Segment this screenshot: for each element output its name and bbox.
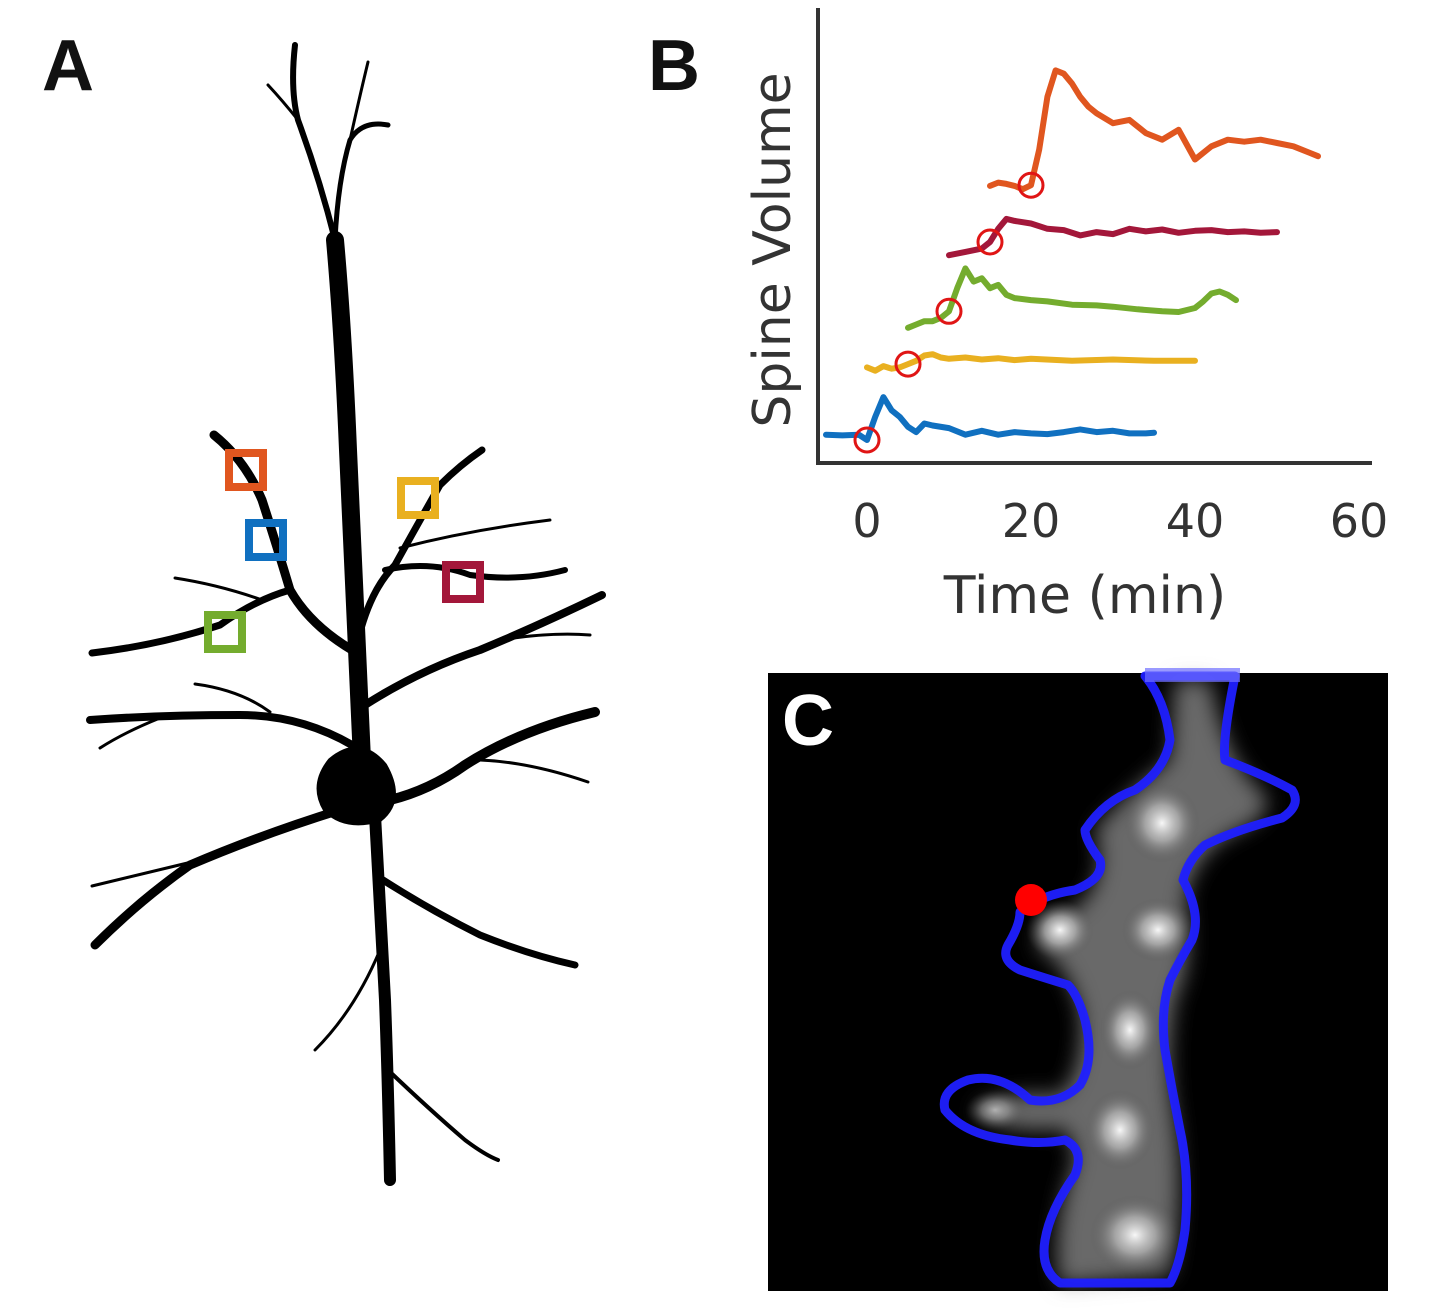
neuron-dendrites: [86, 42, 606, 1186]
x-axis-title: Time (min): [943, 566, 1226, 626]
orange-spine-box: [225, 449, 267, 491]
panel-label-b: B: [648, 26, 700, 106]
series-line-yellow: [864, 351, 1198, 374]
spine-volume-chart: 0 20 40 60 Time (min) Spine Volume: [743, 8, 1388, 626]
x-tick-label: 0: [852, 494, 881, 548]
chart-series-group: [823, 67, 1321, 454]
series-line-green: [905, 265, 1239, 331]
green-spine-box: [204, 611, 246, 653]
dendrite-outline: [939, 671, 1300, 1288]
panel-label-a: A: [42, 26, 94, 106]
stimulus-marker-crimson: [976, 228, 1004, 256]
outline-top-cap: [1145, 668, 1240, 682]
stimulation-point-marker: [1015, 884, 1047, 916]
stimulus-marker-green: [935, 297, 963, 325]
stimulus-marker-yellow: [894, 350, 922, 378]
series-line-blue: [823, 394, 1157, 443]
panel-label-c: C: [782, 681, 834, 761]
neuron-diagram: [86, 42, 606, 1186]
x-tick-label: 20: [1002, 494, 1061, 548]
dendrite-fluorescence: [975, 680, 1267, 1285]
fluorescence-hotspots: [965, 783, 1200, 1275]
microscopy-background: [768, 673, 1388, 1291]
stimulus-marker-orange: [1017, 171, 1045, 199]
blue-spine-box: [245, 519, 287, 561]
y-axis-title: Spine Volume: [743, 72, 803, 427]
stimulus-marker-blue: [853, 426, 881, 454]
crimson-spine-box: [442, 561, 484, 603]
x-tick-label: 40: [1166, 494, 1225, 548]
series-line-orange: [987, 67, 1321, 193]
yellow-spine-box: [397, 477, 439, 519]
chart-ticks-group: 0 20 40 60: [852, 494, 1388, 548]
spine-markers: [204, 449, 484, 653]
x-tick-label: 60: [1330, 494, 1389, 548]
series-line-crimson: [946, 215, 1280, 259]
